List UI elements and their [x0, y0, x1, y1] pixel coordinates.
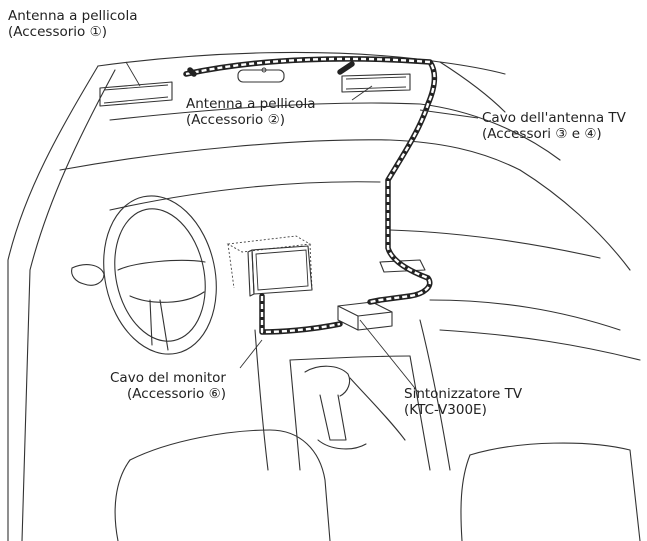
steering-wheel [103, 195, 217, 355]
label-film-antenna-2: Antenna a pellicola (Accessorio ②) [186, 96, 315, 128]
tv-antenna-cable [183, 56, 438, 305]
film-antenna-1 [99, 81, 173, 107]
label-film-antenna-1-line1: Antenna a pellicola [8, 8, 138, 24]
car-interior-outline [7, 51, 641, 541]
label-monitor-cable-line1: Cavo del monitor [110, 370, 226, 386]
tv-tuner-box [337, 301, 393, 331]
label-monitor-cable-line2: (Accessorio ⑥) [127, 386, 226, 402]
label-monitor-cable: Cavo del monitor (Accessorio ⑥) [110, 370, 226, 402]
label-tv-tuner-line2: (KTC-V300E) [404, 402, 487, 418]
label-film-antenna-1: Antenna a pellicola (Accessorio ①) [8, 8, 137, 40]
label-film-antenna-2-line2: (Accessorio ②) [186, 112, 285, 128]
label-film-antenna-2-line1: Antenna a pellicola [186, 96, 316, 112]
monitor-unit [226, 235, 313, 297]
label-film-antenna-1-line2: (Accessorio ①) [8, 24, 107, 40]
label-tv-antenna-cable: Cavo dell'antenna TV (Accessori ③ e ④) [482, 110, 626, 142]
film-antenna-2 [341, 73, 411, 93]
leader-lines [125, 61, 479, 393]
label-tv-antenna-cable-line1: Cavo dell'antenna TV [482, 110, 626, 126]
monitor-cable [259, 293, 343, 335]
label-tv-tuner: Sintonizzatore TV (KTC-V300E) [404, 386, 522, 418]
label-tv-antenna-cable-line2: (Accessori ③ e ④) [482, 126, 602, 142]
label-tv-tuner-line1: Sintonizzatore TV [404, 386, 523, 402]
